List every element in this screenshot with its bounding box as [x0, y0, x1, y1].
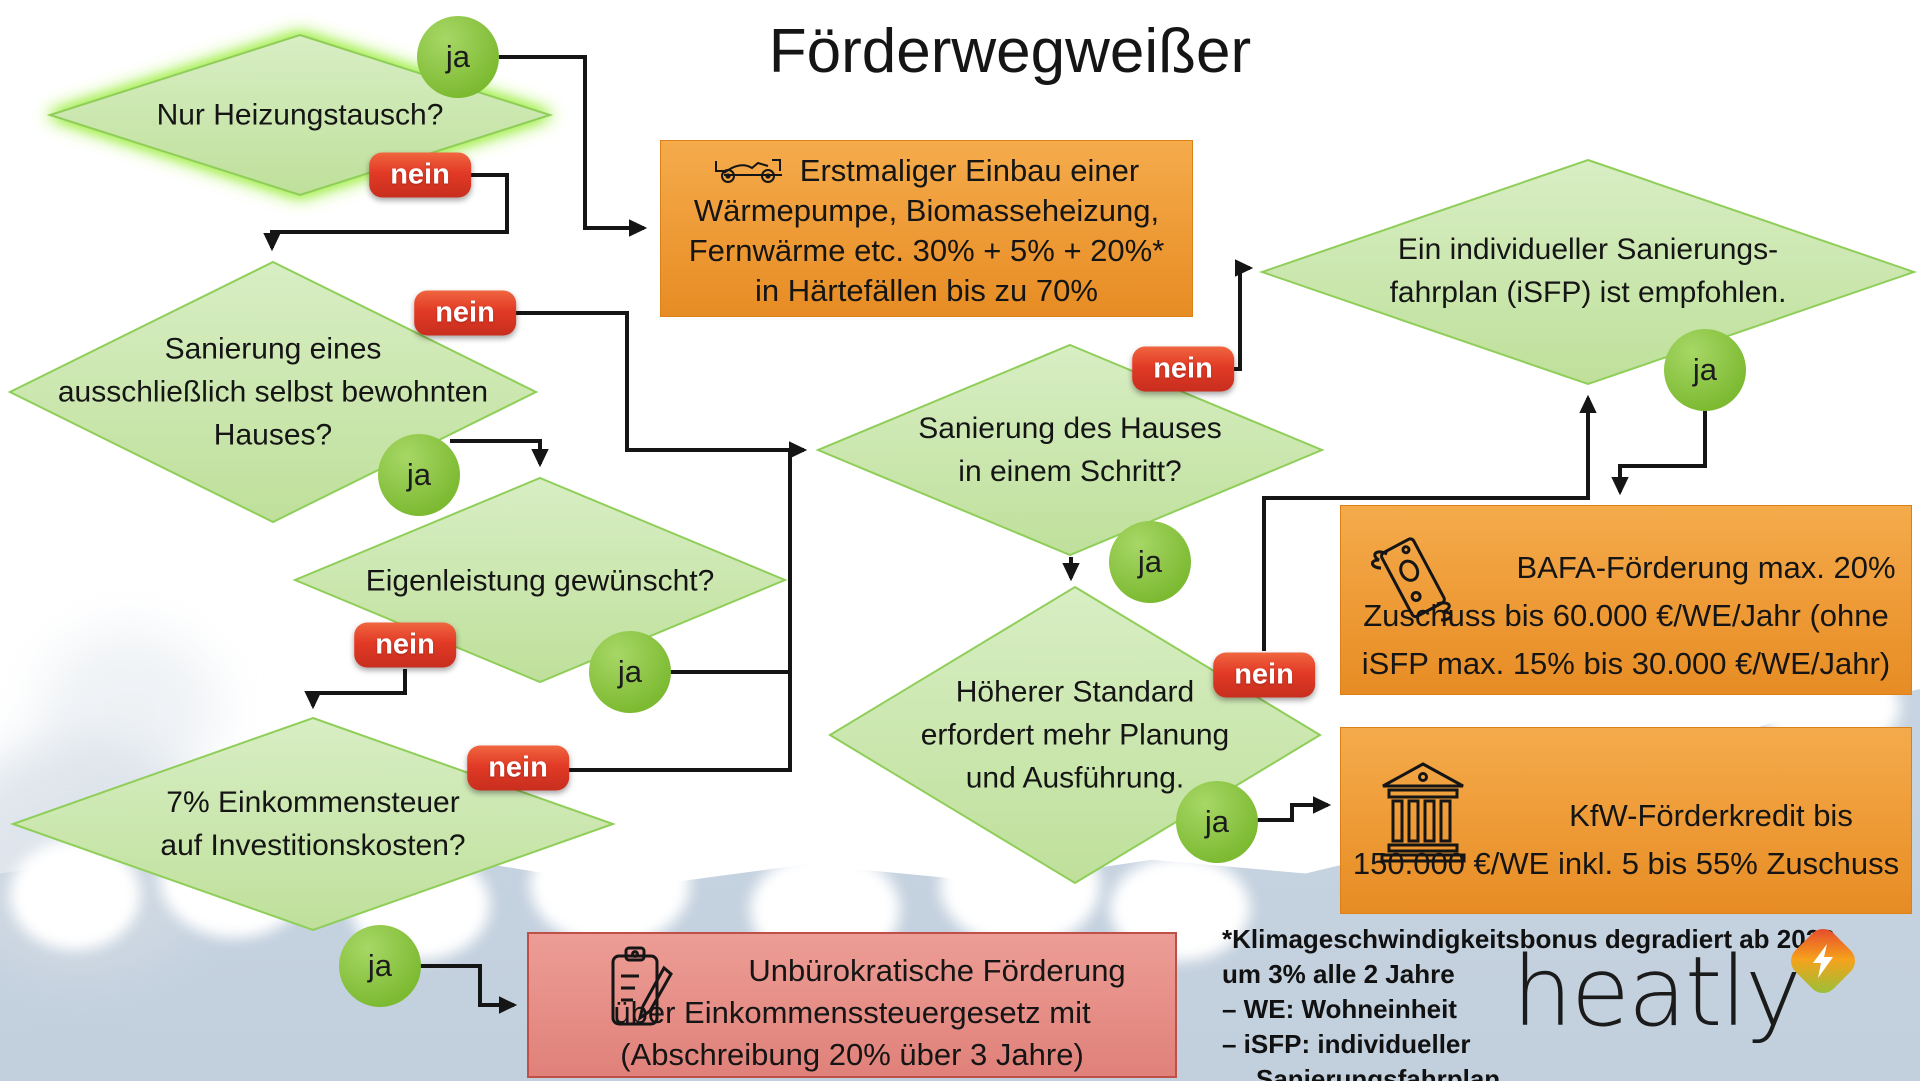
node-line: Sanierung des Hauses [918, 412, 1222, 445]
node-line: fahrplan (iSFP) ist empfohlen. [1389, 276, 1787, 309]
node-line: in einem Schritt? [958, 455, 1182, 488]
outcome-tax-box: Unbürokratische Förderung über Einkommen… [527, 932, 1177, 1078]
connector-yes-to-own-work [450, 439, 549, 468]
yes-badge-heating-swap: ja [417, 16, 499, 98]
footnote-line: Sanierungsfahrplan [1256, 1064, 1501, 1081]
yes-badge-one-step: ja [1109, 521, 1191, 603]
connector-no-to-isfp [1230, 259, 1254, 371]
decision-higher-standard-label: Höherer Standard erfordert mehr Planung … [775, 671, 1375, 800]
outcome-line: (Abschreibung 20% über 3 Jahre) [620, 1037, 1084, 1072]
no-badge-heating-swap: nein [369, 152, 471, 198]
no-badge-self-occupied: nein [414, 290, 516, 336]
outcome-line: iSFP max. 15% bis 30.000 €/WE/Jahr) [1361, 646, 1891, 681]
connector-no-to-isfp-bottom [1262, 394, 1597, 651]
outcome-line: Erstmaliger Einbau einer [661, 151, 1192, 191]
footnote-line: – iSFP: individueller [1222, 1029, 1471, 1059]
node-line: Eigenleistung gewünscht? [365, 564, 715, 598]
connector-yes-to-first-install [499, 55, 648, 237]
node-line: und Ausführung. [965, 761, 1185, 795]
yes-badge-isfp: ja [1664, 329, 1746, 411]
page-title: Förderwegweißer [768, 17, 1252, 86]
no-badge-own-work: nein [354, 622, 456, 668]
lightning-icon [1784, 922, 1862, 1000]
footnote-line: *Klimageschwindigkeitsbonus degradiert a… [1222, 924, 1835, 954]
decision-income-tax-label: 7% Einkommensteuer auf Investitionskoste… [13, 781, 613, 867]
connector-yes-to-kfw [1255, 796, 1332, 822]
connector-no-to-income-tax [304, 669, 407, 710]
outcome-text: Erstmaliger Einbau einer [799, 153, 1140, 188]
decision-one-step-label: Sanierung des Hauses in einem Schritt? [770, 407, 1370, 493]
node-line: 7% Einkommensteuer [166, 786, 460, 819]
torn-edge-blob [530, 825, 690, 945]
no-badge-higher-standard: nein [1213, 652, 1315, 698]
bank-icon [1380, 762, 1466, 863]
footnote-line: um 3% alle 2 Jahre [1222, 959, 1455, 989]
yes-badge-higher-standard: ja [1176, 781, 1258, 863]
outcome-line: in Härtefällen bis zu 70% [755, 273, 1098, 308]
outcome-line: Wärmepumpe, Biomasseheizung, [693, 193, 1160, 228]
decision-isfp-label: Ein individueller Sanierungs- fahrplan (… [1288, 228, 1888, 314]
outcome-first-install-box: Erstmaliger Einbau einer Wärmepumpe, Bio… [660, 140, 1193, 317]
connector-no-to-one-step [515, 311, 808, 459]
yes-badge-self-occupied: ja [378, 434, 460, 516]
connector-yes-to-tax-outcome [420, 964, 518, 1014]
node-line: auf Investitionskosten? [160, 829, 466, 862]
no-badge-one-step: nein [1132, 346, 1234, 392]
decision-one-step-shape [815, 343, 1325, 557]
decision-own-work-label: Eigenleistung gewünscht? [240, 560, 840, 603]
node-line: Höherer Standard [955, 675, 1195, 709]
decision-isfp-shape [1258, 158, 1918, 386]
no-badge-income-tax: nein [467, 745, 569, 791]
decision-self-occupied-label: Sanierung eines ausschließlich selbst be… [0, 328, 573, 457]
connector-yes-to-bafa [1611, 410, 1707, 496]
outcome-line: Unbürokratische Förderung [748, 953, 1126, 988]
node-line: erfordert mehr Planung [920, 718, 1230, 752]
node-line: Sanierung eines [164, 332, 382, 366]
outcome-bafa-box: BAFA-Förderung max. 20% Zuschuss bis 60.… [1340, 505, 1912, 695]
clipboard-pencil-icon [611, 946, 673, 1026]
logo-wordmark: heatly [1512, 936, 1802, 1048]
outcome-line: über Einkommenssteuergesetz mit [613, 995, 1091, 1030]
node-line: Nur Heizungstausch? [156, 98, 444, 132]
decision-heating-swap-label: Nur Heizungstausch? [0, 94, 600, 137]
node-line: Ein individueller Sanierungs- [1397, 233, 1779, 266]
outcome-kfw-box: KfW-Förderkredit bis 150.000 €/WE inkl. … [1340, 727, 1912, 914]
node-line: ausschließlich selbst bewohnten [57, 375, 489, 409]
yes-badge-income-tax: ja [339, 925, 421, 1007]
footnote: *Klimageschwindigkeitsbonus degradiert a… [1222, 922, 1835, 1081]
outcome-line: KfW-Förderkredit bis [1569, 798, 1853, 833]
flying-money-icon [1371, 537, 1453, 622]
connector-no-to-self-occupied [263, 173, 509, 252]
outcome-line: Fernwärme etc. 30% + 5% + 20%* [688, 233, 1165, 268]
race-car-icon [714, 159, 782, 183]
yes-badge-own-work: ja [589, 631, 671, 713]
footnote-line: – WE: Wohneinheit [1222, 994, 1457, 1024]
outcome-line: BAFA-Förderung max. 20% [1516, 550, 1896, 585]
heatly-logo: heatly [1500, 922, 1880, 1075]
node-line: Hauses? [213, 418, 333, 452]
